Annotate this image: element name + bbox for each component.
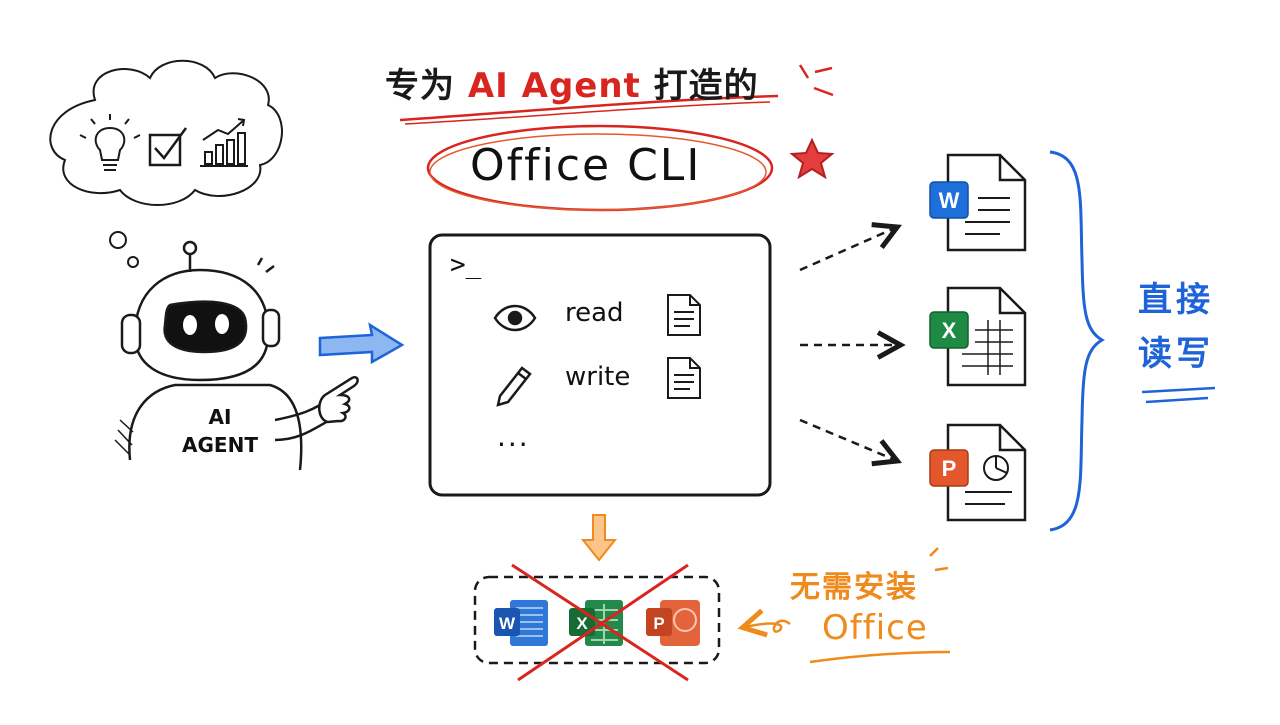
- arrow-to-powerpoint: [799, 418, 895, 460]
- robot-shirt-line1: AI: [208, 405, 232, 429]
- office-apps-box: [473, 575, 721, 665]
- star-icon: [789, 137, 835, 180]
- title-suffix: 打造的: [653, 66, 759, 106]
- svg-text:P: P: [942, 456, 957, 481]
- no-install-office-label: Office: [822, 608, 928, 648]
- powerpoint-document-icon: P: [929, 423, 1027, 522]
- down-arrow: [580, 514, 618, 562]
- cross-out: [511, 563, 689, 682]
- bar-chart-icon: [200, 118, 248, 167]
- title-tagline: 专为 AI Agent 打造的: [385, 58, 759, 107]
- terminal-prompt: >_: [450, 250, 482, 280]
- title-underline: [399, 94, 779, 122]
- title-highlight: AI Agent: [467, 66, 641, 106]
- title-underline-2: [404, 101, 771, 125]
- side-label-underline: [1141, 386, 1216, 404]
- direct-read-write-label: 直接 读写: [1138, 273, 1228, 381]
- no-install-underline: [809, 650, 951, 664]
- title-prefix: 专为: [385, 66, 455, 106]
- agent-to-terminal-arrow: [318, 322, 405, 365]
- svg-text:W: W: [939, 188, 960, 213]
- read-command-label: read: [565, 298, 624, 328]
- no-install-sparkles: [929, 547, 949, 572]
- excel-document-icon: X: [929, 286, 1027, 387]
- robot-shirt-line2: AGENT: [182, 433, 258, 457]
- side-label-line2: 读写: [1138, 334, 1214, 374]
- thought-cloud: [49, 59, 283, 268]
- svg-text:X: X: [942, 318, 957, 343]
- word-document-icon: W: [929, 153, 1027, 252]
- side-label-line1: 直接: [1138, 280, 1214, 320]
- checkbox-icon: [148, 127, 188, 167]
- svg-text:W: W: [499, 614, 516, 633]
- document-icon: [667, 294, 701, 336]
- eye-icon: [493, 304, 537, 332]
- robot-agent: [114, 240, 359, 471]
- powerpoint-app-icon: P: [646, 600, 700, 646]
- svg-text:P: P: [653, 614, 664, 633]
- pencil-icon: [496, 366, 532, 407]
- product-name-ellipse-2: [429, 133, 767, 211]
- document-icon: [667, 357, 701, 399]
- product-name: Office CLI: [470, 140, 702, 191]
- more-commands-ellipsis: ...: [497, 420, 530, 453]
- no-install-label: 无需安装: [790, 570, 918, 605]
- lightbulb-icon: [79, 114, 141, 171]
- title-sparkles: [798, 64, 834, 97]
- no-install-arrow: [745, 621, 791, 632]
- svg-text:X: X: [576, 614, 588, 633]
- robot-shirt-text: AI AGENT: [170, 403, 270, 459]
- write-command-label: write: [565, 362, 631, 392]
- brace: [1049, 150, 1105, 532]
- word-app-icon: W: [494, 600, 548, 646]
- arrow-to-word: [799, 228, 895, 272]
